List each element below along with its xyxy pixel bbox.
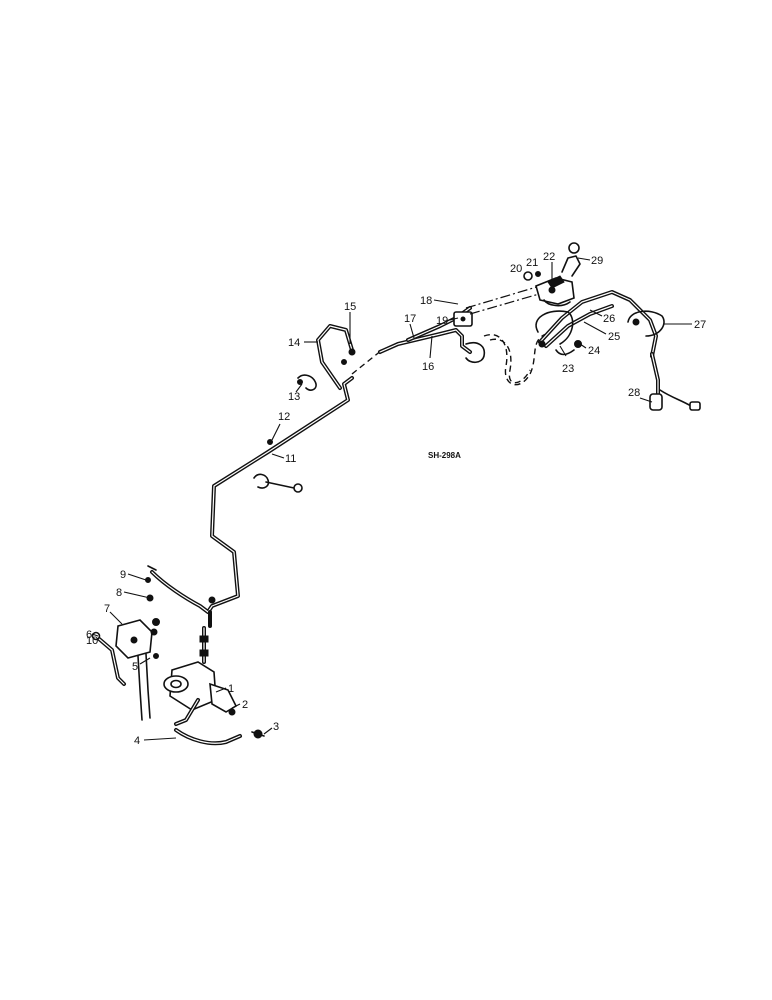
callout-26: 26 — [603, 313, 615, 325]
callout-8: 8 — [116, 587, 122, 599]
callout-10: 10 — [86, 635, 98, 647]
main-tube-assembly — [150, 376, 354, 614]
callout-19: 19 — [436, 315, 448, 327]
callout-13: 13 — [288, 391, 300, 403]
callout-15: 15 — [344, 301, 356, 313]
callout-27: 27 — [694, 319, 706, 331]
callout-21: 21 — [526, 257, 538, 269]
flexible-hose — [483, 333, 547, 386]
clip-11 — [253, 439, 303, 493]
tube-4 — [174, 728, 242, 746]
callout-18: 18 — [420, 295, 432, 307]
small-parts-23-24 — [555, 340, 582, 356]
callouts: 1 2 3 4 5 6 7 8 9 10 11 12 13 14 15 16 1… — [86, 251, 706, 747]
control-valve-assembly — [163, 610, 265, 739]
callout-1: 1 — [228, 683, 234, 695]
right-tube-assembly — [535, 290, 665, 358]
alignment-lines — [465, 285, 547, 315]
callout-11: 11 — [285, 453, 296, 465]
callout-16: 16 — [422, 361, 434, 373]
reference-code: SH-298A — [428, 451, 461, 460]
callout-17: 17 — [404, 313, 416, 325]
callout-23: 23 — [562, 363, 574, 375]
callout-24: 24 — [588, 345, 600, 357]
callout-12: 12 — [278, 411, 290, 423]
callout-20: 20 — [510, 263, 522, 275]
callout-29: 29 — [591, 255, 603, 267]
clamp-13 — [297, 374, 317, 391]
callout-28: 28 — [628, 387, 640, 399]
upper-tube-assembly — [351, 306, 486, 375]
sender-wire-28 — [649, 352, 701, 411]
callout-25: 25 — [608, 331, 620, 343]
callout-4: 4 — [134, 735, 140, 747]
callout-22: 22 — [543, 251, 555, 263]
callout-7: 7 — [104, 603, 110, 615]
callout-6: 6 — [86, 629, 92, 641]
tube-bracket-14 — [316, 324, 356, 390]
callout-14: 14 — [288, 337, 300, 349]
callout-2: 2 — [242, 699, 248, 711]
fitting-cluster — [523, 242, 581, 307]
callout-3: 3 — [273, 721, 279, 733]
callout-9: 9 — [120, 569, 126, 581]
callout-5: 5 — [132, 661, 138, 673]
